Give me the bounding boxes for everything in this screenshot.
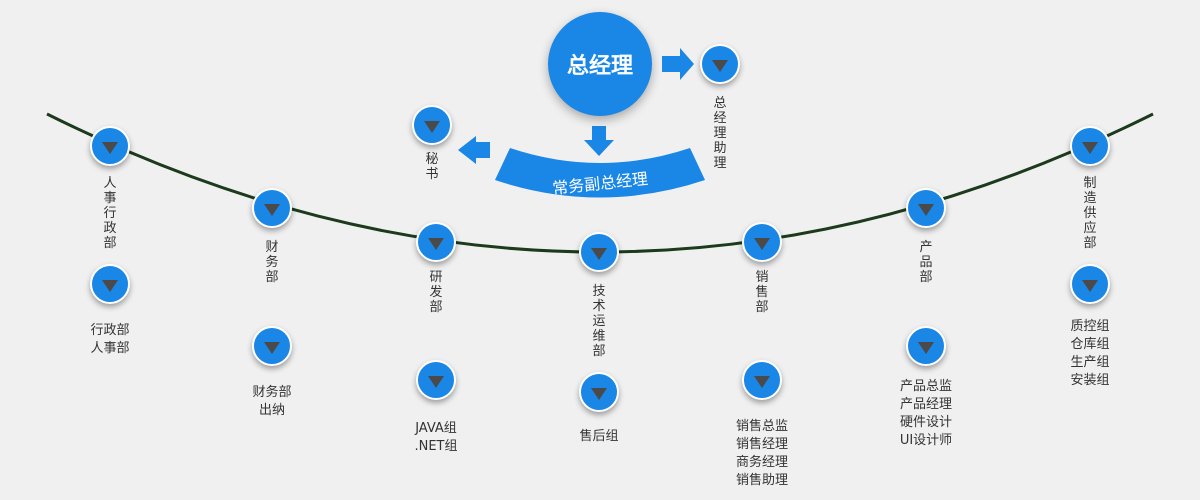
triangle-down-icon xyxy=(428,375,444,388)
sub-node xyxy=(416,360,456,400)
triangle-down-icon xyxy=(424,120,440,133)
sub-unit-list: 行政部 人事部 xyxy=(90,323,130,356)
triangle-down-icon xyxy=(1082,141,1098,154)
department-node xyxy=(416,222,456,262)
general-manager-label: 总经理 xyxy=(566,54,633,79)
sub-node xyxy=(906,326,946,366)
department-node xyxy=(906,188,946,228)
triangle-down-icon xyxy=(264,341,280,354)
secretary-node xyxy=(412,105,452,145)
department-label: 财务部 xyxy=(265,240,279,285)
triangle-down-icon xyxy=(102,141,118,154)
triangle-down-icon xyxy=(712,59,728,72)
sub-unit-list: 售后组 xyxy=(579,429,619,444)
department-node xyxy=(742,222,782,262)
arrow-down xyxy=(584,126,614,156)
triangle-down-icon xyxy=(754,237,770,250)
triangle-down-icon xyxy=(102,279,118,292)
secretary-label: 秘书 xyxy=(425,152,439,182)
department-label: 人事行政部 xyxy=(103,176,117,251)
department-label: 制造供应部 xyxy=(1083,176,1097,251)
department-label: 产品部 xyxy=(919,240,933,285)
assistant-label: 总经理助理 xyxy=(713,96,727,171)
department-label: 销售部 xyxy=(755,270,769,315)
assistant-node xyxy=(700,44,740,84)
sub-unit-list: 质控组 仓库组 生产组 安装组 xyxy=(1070,319,1110,388)
triangle-down-icon xyxy=(591,387,607,400)
arrow-left xyxy=(458,136,490,164)
triangle-down-icon xyxy=(428,237,444,250)
department-node xyxy=(579,232,619,272)
triangle-down-icon xyxy=(918,203,934,216)
arrow-right xyxy=(662,48,694,80)
triangle-down-icon xyxy=(264,203,280,216)
triangle-down-icon xyxy=(1082,279,1098,292)
sub-node xyxy=(579,372,619,412)
department-label: 研发部 xyxy=(429,270,443,315)
sub-node xyxy=(252,326,292,366)
sub-node xyxy=(742,360,782,400)
sub-unit-list: 财务部 出纳 xyxy=(252,385,292,418)
sub-node xyxy=(1070,264,1110,304)
general-manager-node: 总经理 xyxy=(548,12,652,116)
triangle-down-icon xyxy=(754,375,770,388)
department-node xyxy=(252,188,292,228)
department-node xyxy=(1070,126,1110,166)
sub-unit-list: 销售总监 销售经理 商务经理 销售助理 xyxy=(735,419,788,488)
triangle-down-icon xyxy=(591,247,607,260)
department-label: 技术运维部 xyxy=(592,284,606,359)
department-node xyxy=(90,126,130,166)
triangle-down-icon xyxy=(918,341,934,354)
deputy-band xyxy=(495,148,705,198)
sub-unit-list: 产品总监 产品经理 硬件设计 UI设计师 xyxy=(899,379,953,448)
sub-unit-list: JAVA组 .NET组 xyxy=(414,421,458,454)
sub-node xyxy=(90,264,130,304)
